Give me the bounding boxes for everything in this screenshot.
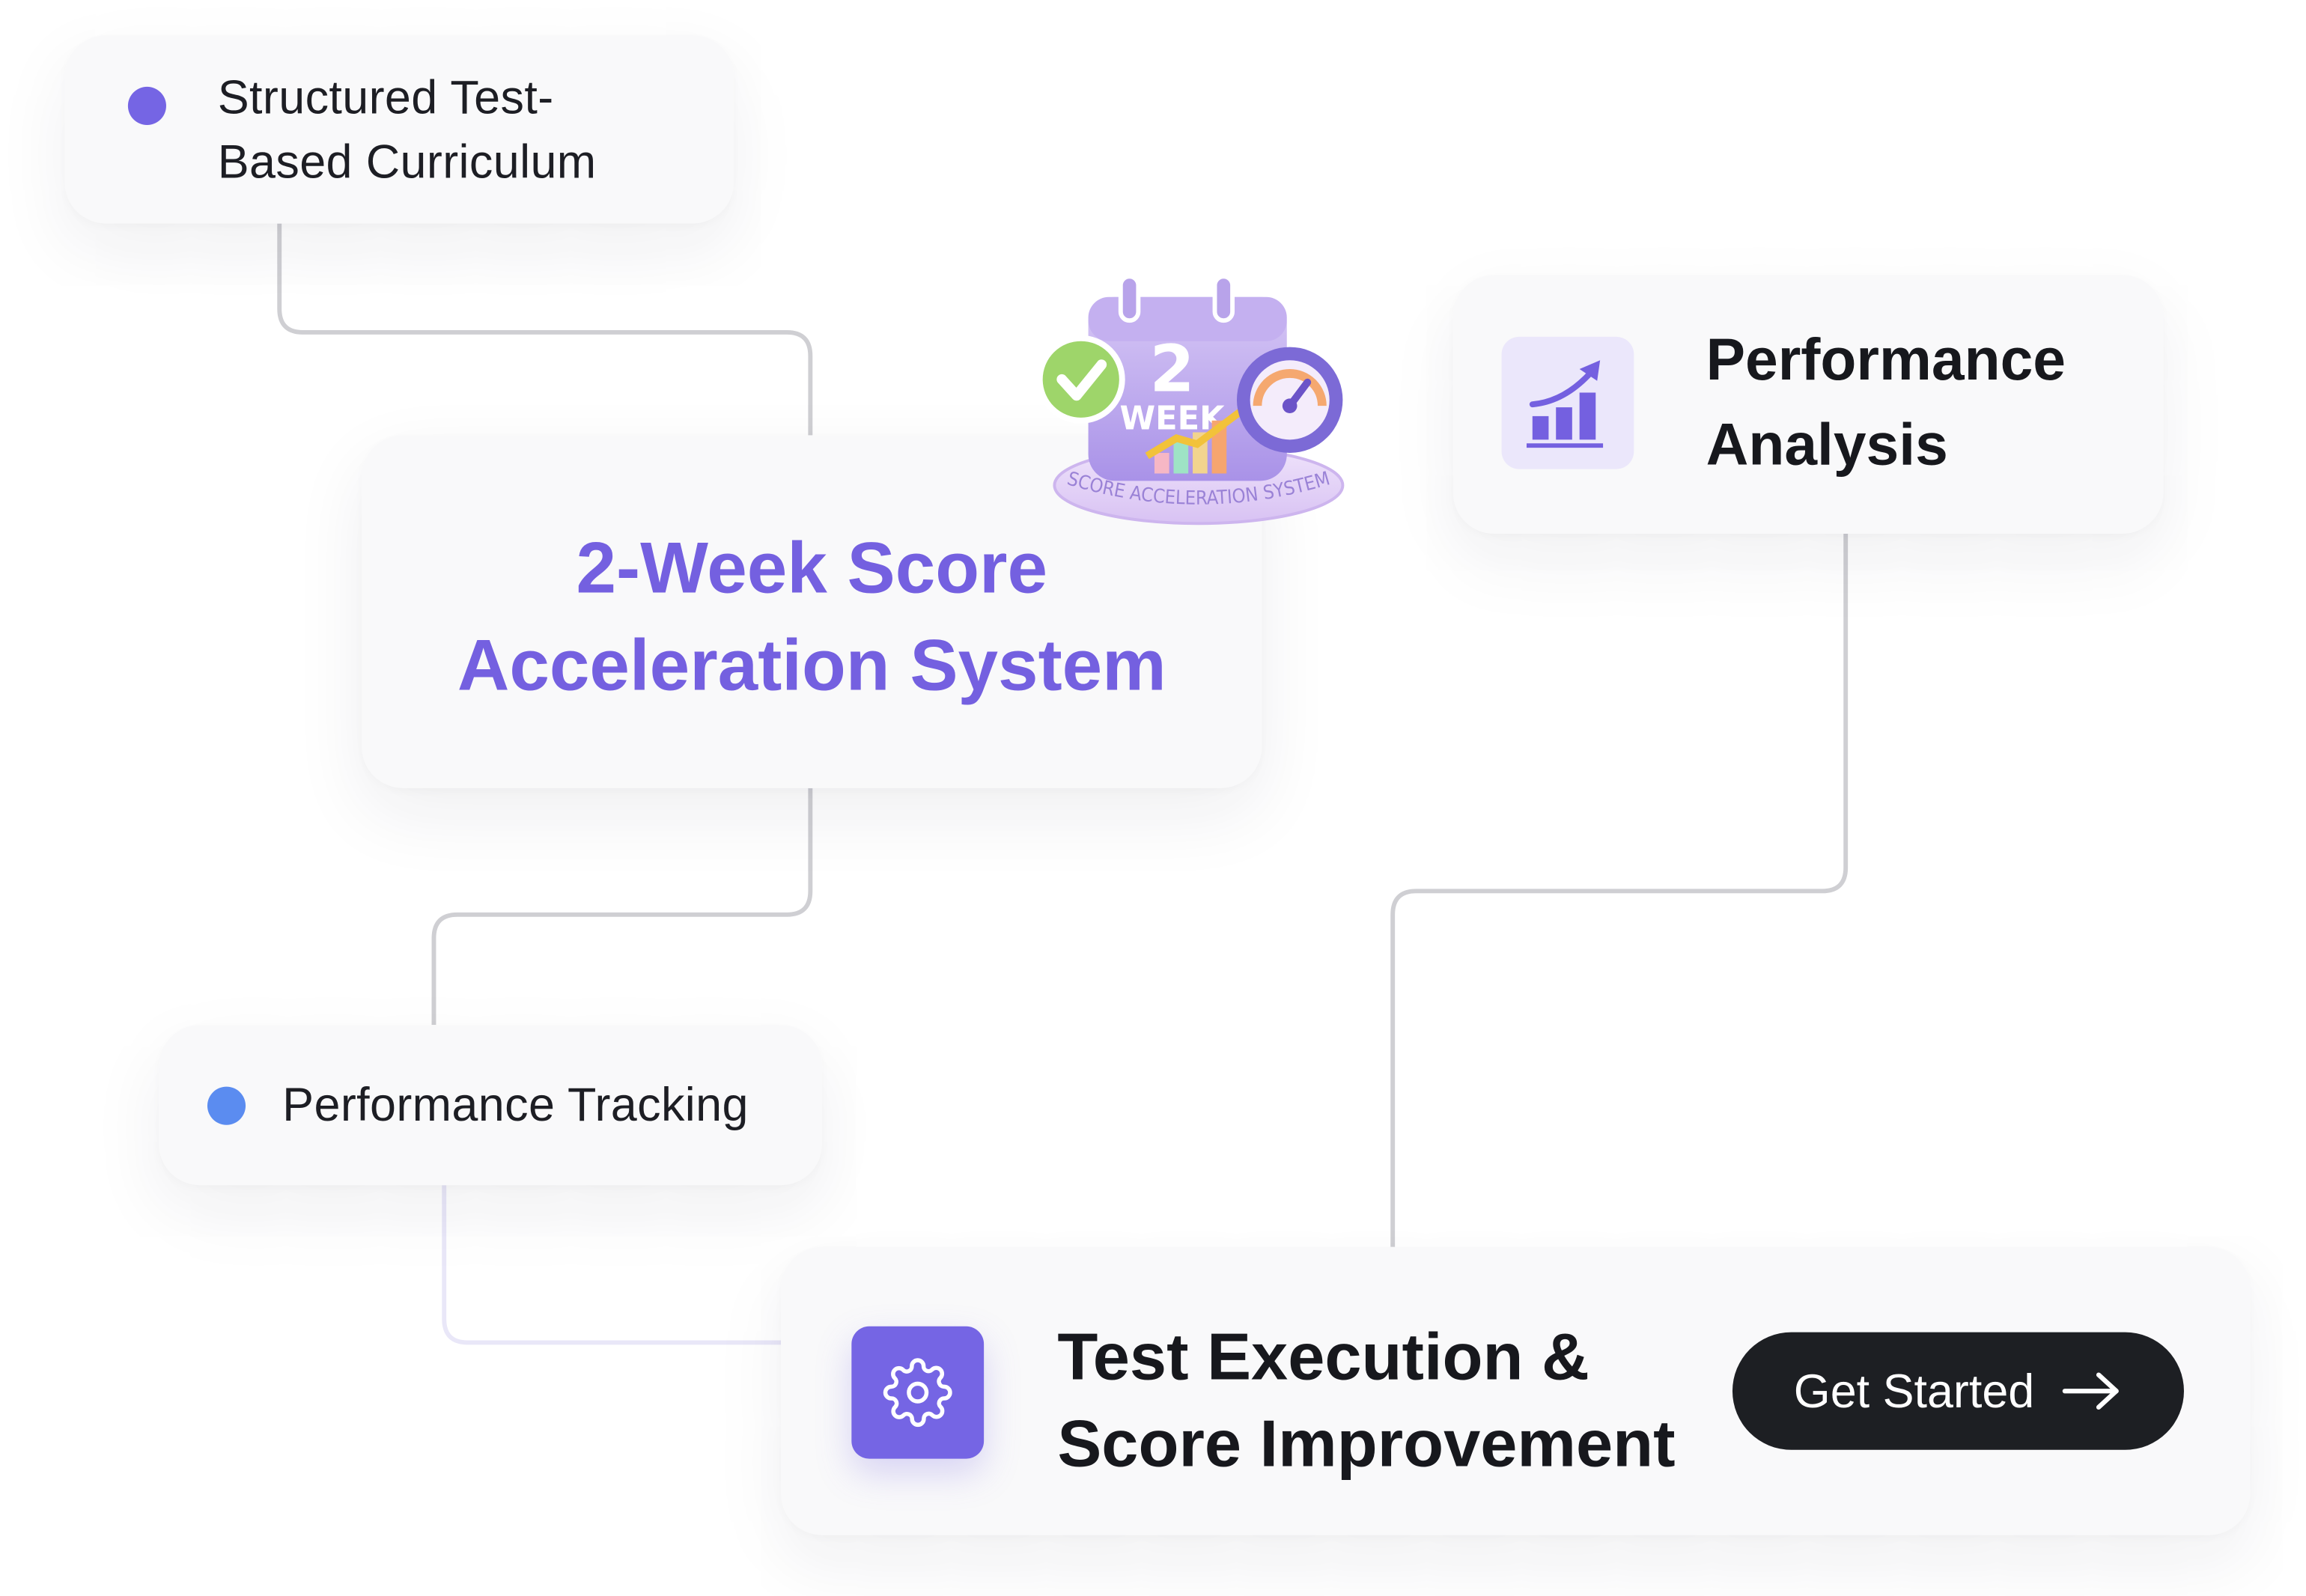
center-system-card[interactable]: 2-Week Score Acceleration System (362, 435, 1262, 788)
analysis-title-line2: Analysis (1706, 412, 1948, 478)
get-started-label: Get Started (1793, 1363, 2035, 1417)
status-dot (207, 1086, 246, 1125)
execution-title-line1: Test Execution & (1057, 1318, 1589, 1395)
analysis-title-line1: Performance (1706, 328, 2066, 393)
analysis-card[interactable]: Performance Analysis (1452, 275, 2164, 534)
gear-icon (883, 1358, 952, 1428)
analysis-icon-tile (1501, 336, 1634, 469)
center-title-line1: 2-Week Score (576, 529, 1048, 609)
arrow-right-icon (2063, 1372, 2120, 1410)
status-dot (127, 86, 166, 125)
connector-curriculum-to-center (277, 223, 813, 454)
bar-chart-growth-icon (1526, 360, 1604, 448)
curriculum-label: Structured Test-Based Curriculum (217, 70, 597, 189)
connector-analysis-to-execution (1390, 534, 1849, 1247)
execution-title-line2: Score Improvement (1057, 1405, 1676, 1481)
connector-tracking-to-execution (442, 1185, 787, 1345)
calendar-score-badge-icon: 2 WEEK SCORE ACCELERATION SYSTEM (1036, 274, 1345, 526)
center-title-line2: Acceleration System (457, 626, 1166, 706)
tracking-card[interactable]: Performance Tracking (159, 1025, 823, 1186)
get-started-button[interactable]: Get Started (1732, 1332, 2184, 1450)
curriculum-card[interactable]: Structured Test-Based Curriculum (64, 35, 734, 224)
tracking-label: Performance Tracking (282, 1077, 749, 1131)
execution-icon-tile (851, 1326, 985, 1459)
execution-card[interactable]: Test Execution & Score Improvement Get S… (781, 1246, 2251, 1535)
badge-number: 2 (1149, 332, 1194, 407)
connector-center-to-tracking (431, 788, 813, 1026)
